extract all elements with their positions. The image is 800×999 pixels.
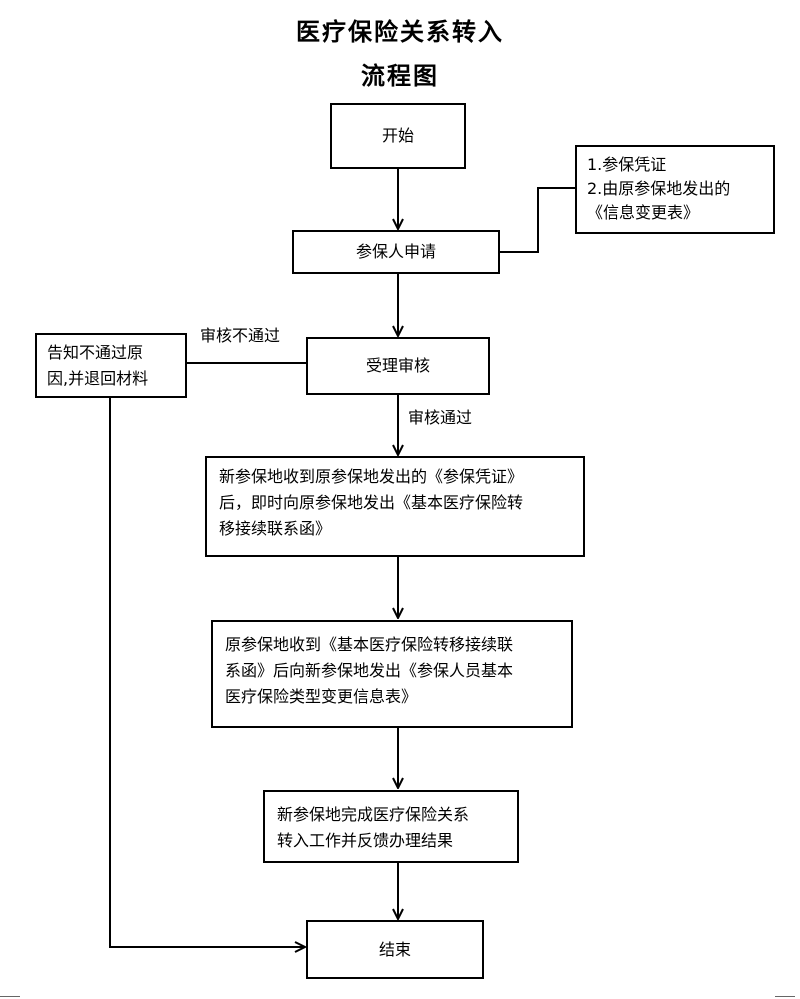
materials-line-2: 2.由原参保地发出的 (587, 179, 731, 198)
node-review: 受理审核 (306, 337, 490, 395)
line-materials-to-apply (499, 187, 576, 253)
materials-line-1: 1.参保凭证 (587, 155, 667, 174)
node-start: 开始 (330, 103, 466, 169)
chart-title: 医疗保险关系转入 (296, 17, 504, 46)
step3-line-2: 转入工作并反馈办理结果 (277, 831, 454, 850)
step3-line-1: 新参保地完成医疗保险关系 (277, 805, 470, 824)
node-apply-text: 参保人申请 (355, 242, 436, 261)
step1-line-1: 新参保地收到原参保地发出的《参保凭证》 (219, 467, 524, 486)
step2-line-1: 原参保地收到《基本医疗保险转移接续联 (225, 635, 514, 654)
arrow-reject-to-end (109, 397, 305, 947)
node-materials: 1.参保凭证 2.由原参保地发出的 《信息变更表》 (575, 145, 775, 234)
label-review-pass: 审核通过 (408, 408, 473, 427)
node-start-text: 开始 (381, 126, 414, 145)
page-corner-mark-left (0, 996, 20, 997)
node-step1: 新参保地收到原参保地发出的《参保凭证》 后，即时向原参保地发出《基本医疗保险转 … (205, 456, 585, 557)
page-corner-mark-right (775, 996, 795, 997)
label-review-fail: 审核不通过 (200, 326, 281, 345)
node-apply: 参保人申请 (292, 230, 500, 274)
node-review-text: 受理审核 (365, 356, 430, 375)
step2-line-2: 系函》后向新参保地发出《参保人员基本 (225, 661, 514, 680)
step2-line-3: 医疗保险类型变更信息表》 (225, 687, 418, 706)
node-end: 结束 (306, 920, 484, 979)
node-step3: 新参保地完成医疗保险关系 转入工作并反馈办理结果 (263, 790, 519, 863)
step1-line-3: 移接续联系函》 (219, 519, 332, 538)
materials-line-3: 《信息变更表》 (587, 203, 700, 222)
node-end-text: 结束 (378, 939, 411, 959)
reject-line-2: 因,并退回材料 (47, 369, 149, 388)
chart-subtitle: 流程图 (361, 61, 439, 90)
step1-line-2: 后，即时向原参保地发出《基本医疗保险转 (219, 493, 524, 512)
node-step2: 原参保地收到《基本医疗保险转移接续联 系函》后向新参保地发出《参保人员基本 医疗… (211, 620, 573, 728)
reject-line-1: 告知不通过原 (47, 343, 144, 362)
node-reject: 告知不通过原 因,并退回材料 (35, 333, 187, 398)
